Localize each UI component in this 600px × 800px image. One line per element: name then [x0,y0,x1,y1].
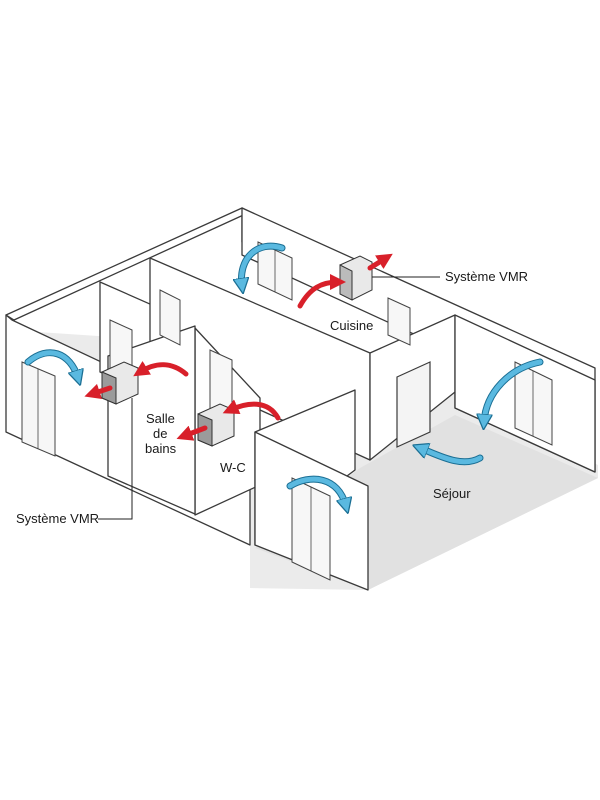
extract-arrow-cuisine-out [367,253,393,271]
label-vmr-bottom: Système VMR [16,511,99,526]
label-cuisine: Cuisine [330,318,373,333]
vmr-unit-wc [197,403,235,447]
door-sejour-right [514,361,553,446]
door-bedroom-left [21,361,56,457]
label-sejour: Séjour [433,486,471,501]
label-salle: Salle [146,411,175,426]
extract-arrow-wc-out [176,425,208,441]
extract-arrow-bath-out [84,383,113,400]
label-bains: bains [145,441,177,456]
vmr-unit-cuisine [339,255,373,301]
fresh-air-arrow-bedroom [25,350,78,378]
fresh-air-arrow-sejour-front [287,476,346,506]
extract-arrow-bath-in [133,360,189,377]
extract-arrow-wc-in [222,399,281,421]
fresh-air-arrow-sejour-floor [420,448,483,465]
kitchen-doorway [396,361,431,448]
extract-arrow-cuisine-in [297,274,346,309]
fresh-air-arrow-kitchen-window [241,243,285,286]
label-vmr-top: Système VMR [445,269,528,284]
door-hall-2 [159,289,181,346]
window-kitchen-right [387,297,411,346]
leader-vmr-bottom [98,398,133,520]
label-de: de [153,426,167,441]
fresh-air-arrow-sejour-right [484,359,543,422]
label-wc: W-C [220,460,246,475]
